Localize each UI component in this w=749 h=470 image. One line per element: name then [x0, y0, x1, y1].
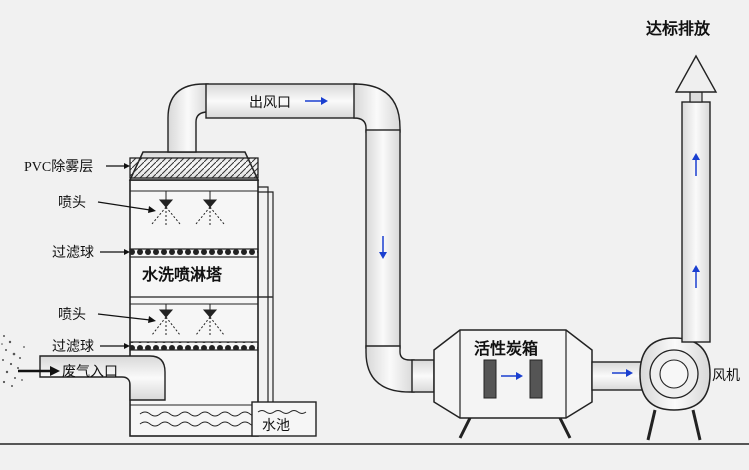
label-filter-lower: 过滤球 [52, 339, 94, 355]
carbon-filter-right [529, 359, 543, 399]
label-inlet: 废气入口 [62, 364, 118, 380]
pvc-demist-layer [129, 157, 259, 179]
top-horizontal-duct [205, 83, 357, 119]
exhaust-smoke [1, 335, 25, 387]
label-nozzle-upper: 喷头 [58, 195, 86, 211]
activated-carbon-box [433, 329, 593, 439]
water-circulation-pipe [258, 186, 274, 402]
filter-ball-layer-lower [129, 341, 259, 351]
flow-arrow-outlet [305, 97, 328, 105]
label-filter-upper: 过滤球 [52, 245, 94, 261]
label-pvc-layer: PVC除雾层 [24, 159, 93, 175]
flow-arrow-stack-upper [692, 153, 700, 176]
label-tower-name: 水洗喷淋塔 [142, 265, 223, 284]
flow-arrows [305, 97, 700, 380]
tower-water-waves [139, 411, 261, 427]
label-fan: 风机 [712, 368, 740, 384]
stack-cap [674, 54, 718, 93]
inlet-duct [39, 355, 166, 401]
scrubber-tower [128, 151, 272, 437]
label-carbon-box: 活性炭箱 [474, 339, 538, 358]
label-discharge: 达标排放 [646, 19, 711, 38]
flow-arrow-down [379, 236, 387, 259]
label-pool: 水池 [262, 418, 290, 434]
label-pointers [18, 163, 156, 376]
spray-nozzles-lower [130, 303, 258, 336]
fan-inlet-duct [591, 361, 645, 391]
label-nozzle-lower: 喷头 [58, 307, 86, 323]
spray-nozzles-upper [130, 190, 258, 226]
carbon-filter-left [483, 359, 497, 399]
label-outlet: 出风口 [249, 95, 291, 111]
flow-arrow-carbon [501, 372, 523, 380]
outlet-duct [167, 83, 435, 393]
exhaust-stack [674, 54, 718, 343]
flow-arrow-stack-lower [692, 265, 700, 288]
filter-ball-layer-upper [129, 248, 259, 258]
flow-arrow-to-fan [612, 369, 633, 377]
fan-unit [639, 337, 711, 441]
water-pool [251, 401, 317, 437]
